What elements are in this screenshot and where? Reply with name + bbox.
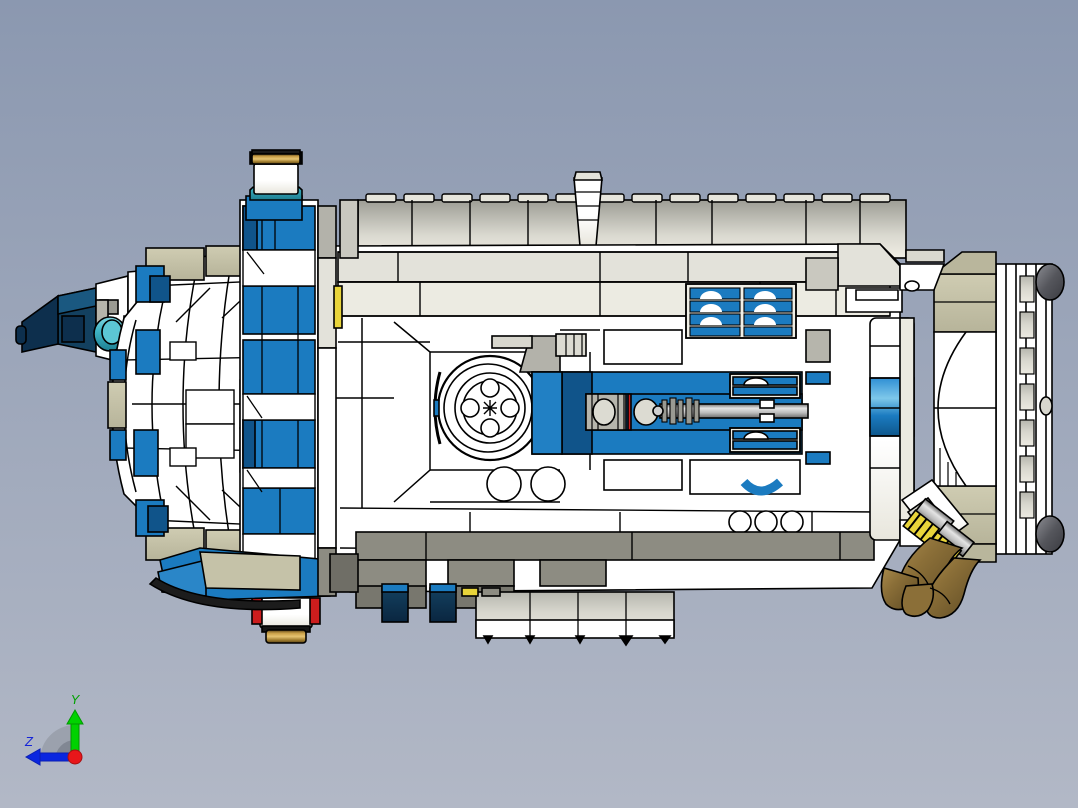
lower-skid-plate xyxy=(461,587,675,647)
blue-rib-column-front xyxy=(239,199,319,597)
left-column-detail xyxy=(317,199,359,597)
lower-left-skirt xyxy=(148,547,331,611)
radiator-grille-lower xyxy=(729,373,801,453)
blue-nose-accents-dark xyxy=(147,275,171,533)
triad-label-z: Z xyxy=(24,734,34,749)
orientation-axis-triad[interactable]: Y Z xyxy=(10,680,140,790)
body-side-details xyxy=(603,329,831,534)
blue-piston-block xyxy=(531,371,809,455)
upper-brass-stack xyxy=(245,149,303,221)
navy-bogie-blocks xyxy=(381,583,457,623)
vertical-cylinder-blueband xyxy=(869,317,915,541)
turbine-wheel-hub xyxy=(433,354,566,502)
right-dome-panel xyxy=(933,331,997,487)
radiator-grille-upper xyxy=(685,283,797,339)
triad-label-y: Y xyxy=(71,692,81,707)
brass-exhaust-pipes xyxy=(880,478,982,619)
upper-right-slope xyxy=(805,243,903,313)
ribbed-end-cylinder xyxy=(995,263,1065,555)
triad-origin-point[interactable] xyxy=(67,749,83,765)
